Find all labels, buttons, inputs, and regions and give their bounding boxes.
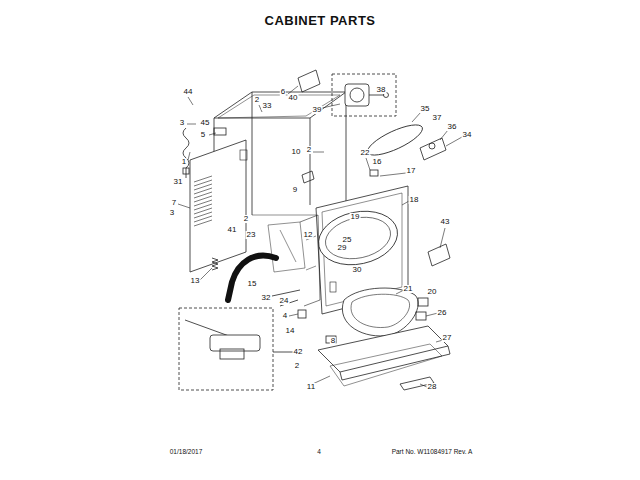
callout-number: 6 (280, 88, 286, 96)
callout-number: 26 (437, 309, 448, 317)
callout-number: 23 (246, 231, 257, 239)
callout-number: 2 (254, 96, 260, 104)
callout-number: 2 (294, 362, 300, 370)
callout-number: 37 (432, 114, 443, 122)
callout-number: 27 (442, 334, 453, 342)
callout-number: 43 (440, 218, 451, 226)
callout-number: 1 (181, 158, 187, 166)
callout-number: 33 (262, 102, 273, 110)
callout-number: 12 (303, 231, 314, 239)
callout-number: 30 (352, 266, 363, 274)
footer-text: 4 (317, 449, 321, 456)
callout-number: 2 (306, 146, 312, 154)
callout-number: 2 (243, 215, 249, 223)
callout-number: 15 (247, 280, 258, 288)
callout-number: 29 (337, 244, 348, 252)
callout-number: 31 (173, 178, 184, 186)
callout-number: 39 (312, 106, 323, 114)
callout-number: 9 (292, 186, 298, 194)
callout-number: 11 (306, 383, 316, 391)
callout-number: 40 (288, 94, 299, 102)
callout-number: 3 (169, 209, 175, 217)
callout-number: 24 (279, 297, 290, 305)
footer-text: Part No. W11084917 Rev. A (392, 449, 473, 456)
page-title: CABINET PARTS (265, 14, 376, 27)
callout-number: 7 (171, 199, 177, 207)
callout-number: 10 (291, 148, 302, 156)
callout-number: 17 (406, 167, 417, 175)
callout-number: 42 (293, 348, 304, 356)
callout-number: 38 (376, 86, 387, 94)
callout-number: 14 (285, 327, 296, 335)
callout-number: 34 (462, 131, 473, 139)
callout-number: 18 (409, 196, 420, 204)
callout-number: 19 (350, 213, 361, 221)
callout-number: 3 (179, 119, 185, 127)
callout-number: 28 (427, 383, 438, 391)
callout-number: 21 (403, 285, 414, 293)
callout-number: 13 (190, 277, 201, 285)
callout-number: 4 (282, 312, 288, 320)
callout-number: 22 (360, 149, 371, 157)
callout-number: 36 (447, 123, 458, 131)
callout-number: 35 (420, 105, 431, 113)
callout-number: 8 (330, 337, 336, 345)
callout-number: 16 (372, 158, 383, 166)
callout-number: 25 (342, 236, 353, 244)
callout-number: 41 (227, 226, 238, 234)
callout-number: 45 (200, 119, 211, 127)
callout-number: 32 (261, 294, 272, 302)
callout-number: 20 (427, 288, 438, 296)
footer-text: 01/18/2017 (170, 449, 203, 456)
callout-number: 44 (183, 88, 194, 96)
callout-number: 5 (200, 131, 206, 139)
